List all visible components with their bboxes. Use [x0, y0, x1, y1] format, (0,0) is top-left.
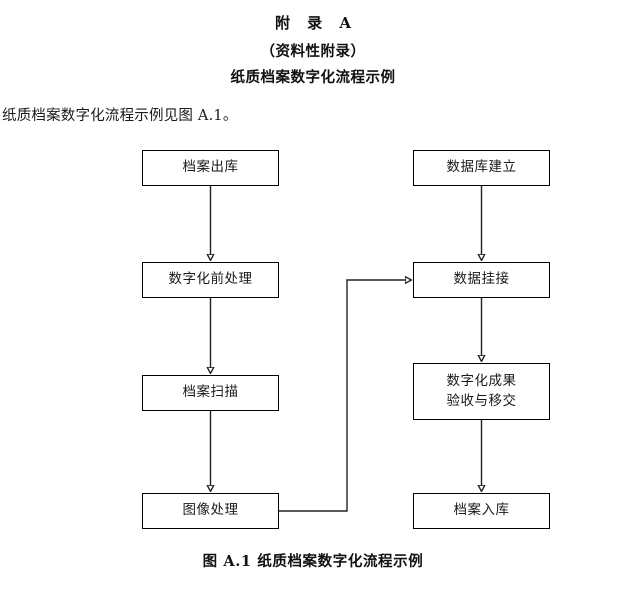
annex-title: 附 录 A [274, 14, 358, 32]
flow-node-dossier-in[interactable]: 档案入库 [413, 493, 550, 529]
edge-image-process-to-data-link [279, 280, 406, 512]
intro-paragraph: 纸质档案数字化流程示例见图 A.1。 [2, 108, 238, 124]
flow-node-acceptance[interactable]: 数字化成果 验收与移交 [413, 363, 550, 420]
annex-name-heading: 纸质档案数字化流程示例 [230, 69, 396, 86]
flow-node-image-process[interactable]: 图像处理 [142, 493, 279, 529]
flow-node-dossier-out[interactable]: 档案出库 [142, 150, 279, 186]
flow-node-db-build[interactable]: 数据库建立 [413, 150, 550, 186]
flow-node-pre-process[interactable]: 数字化前处理 [142, 262, 279, 298]
flow-node-data-link[interactable]: 数据挂接 [413, 262, 550, 298]
annex-type-subtitle: （资料性附录） [260, 43, 366, 60]
figure-caption: 图 A.1 纸质档案数字化流程示例 [202, 553, 424, 570]
flow-node-scan[interactable]: 档案扫描 [142, 375, 279, 411]
